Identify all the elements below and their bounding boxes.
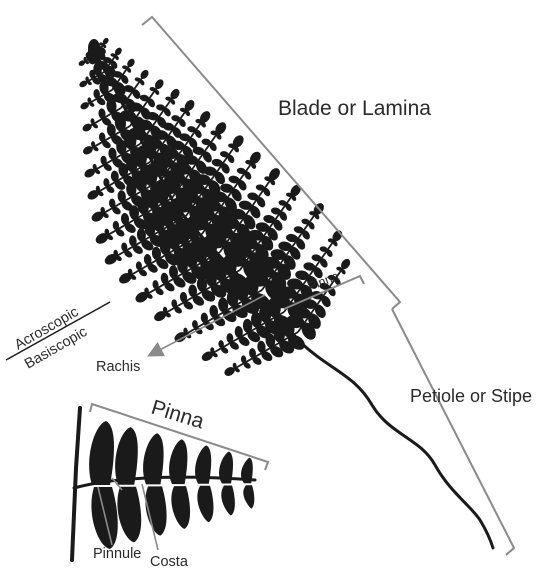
inset-lower-pinnule [91,487,117,549]
inset-lower-pinnule [243,485,254,509]
label-pinna-large: Pinna [149,396,207,434]
petiole-stem [300,342,493,548]
frond-apex [88,39,100,57]
inset-upper-pinnule [241,458,253,484]
inset-upper-pinnule [143,433,164,484]
petiole-bracket [392,309,514,555]
inset-upper-pinnule [195,445,211,483]
inset-lower-pinnule [117,487,141,543]
label-costa: Costa [150,554,189,568]
pinna-inset [72,408,255,560]
inset-upper-pinnule [89,421,114,485]
inset-upper-pinnule [169,439,187,484]
inset-rachis [72,408,80,560]
label-petiole-or-stipe: Petiole or Stipe [410,386,532,406]
inset-lower-pinnule [197,486,213,522]
pinna-tip [81,122,93,133]
inset-lower-pinnule [221,486,235,516]
label-rachis: Rachis [96,359,140,375]
inset-upper-pinnule [219,452,233,484]
inset-upper-pinnule [115,427,138,485]
label-blade-or-lamina: Blade or Lamina [278,97,431,120]
label-pinnule: Pinnule [93,546,141,562]
inset-pinnules [89,421,254,549]
inset-lower-pinnule [171,486,190,529]
